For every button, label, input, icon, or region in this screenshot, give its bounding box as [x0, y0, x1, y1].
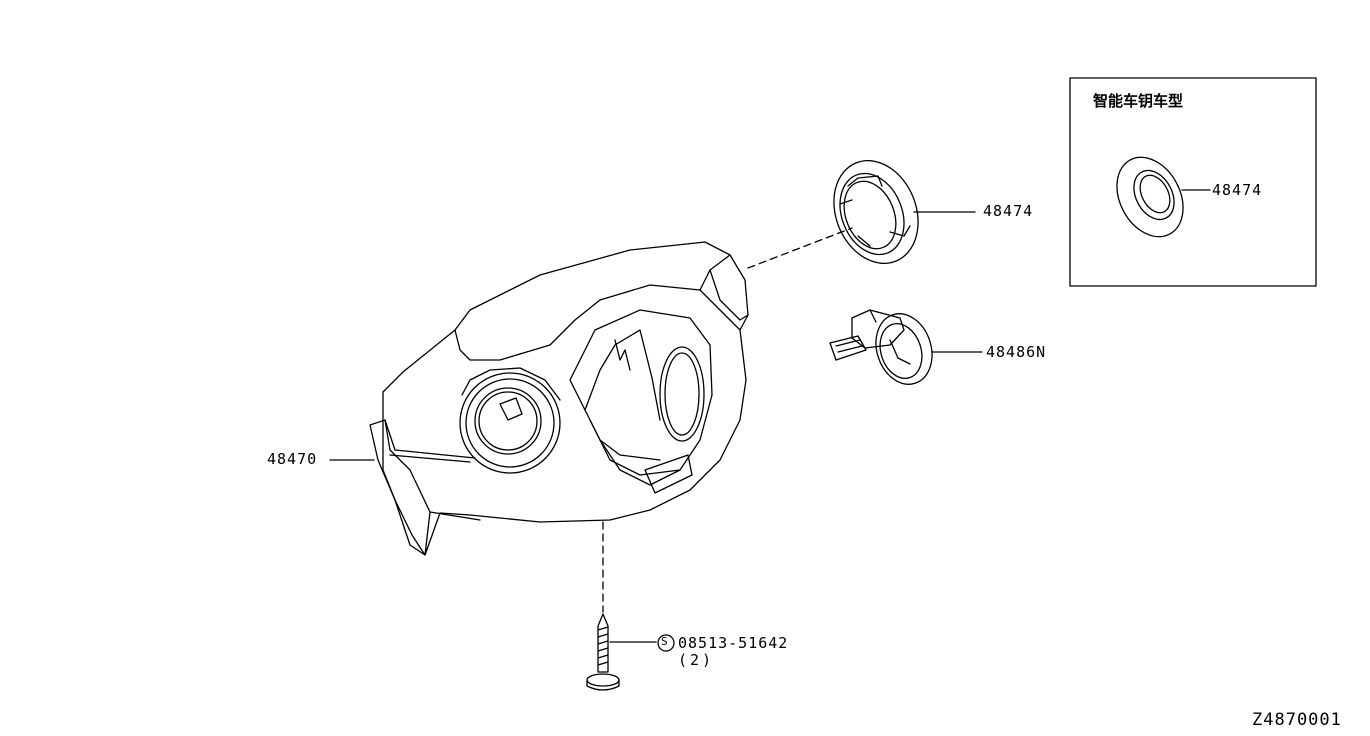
column-cover-48470 — [369, 241, 749, 556]
label-48486n: 48486N — [986, 343, 1047, 361]
screw-symbol: S — [661, 635, 668, 648]
drawing-id: Z4870001 — [1252, 710, 1342, 730]
label-48470: 48470 — [267, 450, 318, 468]
ring-48474 — [833, 159, 919, 265]
label-screw-qty: (2) — [678, 651, 715, 669]
screw-08513-51642 — [586, 613, 620, 691]
dash-to-48474 — [747, 227, 853, 269]
inset-label-48474: 48474 — [1212, 181, 1263, 199]
label-screw-part: 08513-51642 — [678, 634, 789, 652]
label-48474: 48474 — [983, 202, 1034, 220]
antenna-48486n — [829, 309, 933, 385]
inset-frame — [1069, 77, 1317, 287]
screw-symbol-circle — [657, 634, 675, 652]
inset-ring-48474 — [1116, 156, 1184, 238]
inset-title: 智能车钥车型 — [1093, 92, 1184, 110]
